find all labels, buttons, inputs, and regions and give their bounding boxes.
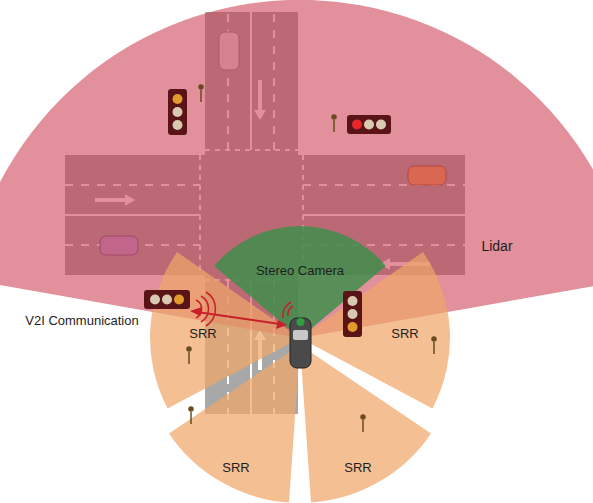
traffic-light [144, 290, 190, 309]
traffic-light [347, 115, 391, 134]
range-label: SRR [344, 461, 371, 476]
traffic-light [343, 291, 362, 337]
traffic-light [168, 89, 187, 135]
range-label: Lidar [481, 238, 512, 254]
range-label: SRR [222, 461, 249, 476]
range-label: Stereo Camera [256, 264, 344, 279]
range-label: SRR [189, 327, 216, 342]
annotation-label: V2I Communication [25, 314, 138, 329]
range-label: SRR [391, 327, 418, 342]
